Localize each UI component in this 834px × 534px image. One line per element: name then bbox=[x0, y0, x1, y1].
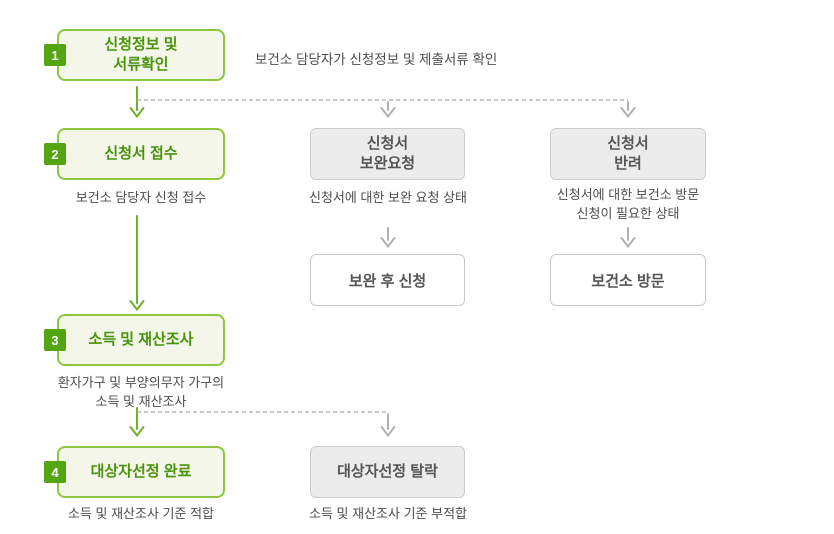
step1-number-badge: 1 bbox=[44, 44, 66, 66]
arrow-to-reject-box bbox=[620, 101, 636, 119]
arrow-step2-to-step3 bbox=[129, 215, 145, 312]
step2-box: 2 신청서 접수 bbox=[44, 128, 225, 180]
step3-title: 소득 및 재산조사 bbox=[88, 331, 194, 349]
arrow-step3-to-step4 bbox=[129, 407, 145, 438]
arrow-to-supplement-box bbox=[380, 101, 396, 119]
step2-title: 신청서 접수 bbox=[104, 145, 178, 163]
step4-box: 4 대상자선정 완료 bbox=[44, 446, 225, 498]
step4-caption: 소득 및 재산조사 기준 적합 bbox=[67, 506, 214, 521]
step3-caption: 환자가구 및 부양의무자 가구의 소득 및 재산조사 bbox=[57, 375, 225, 409]
step2-caption: 보건소 담당자 신청 접수 bbox=[75, 190, 207, 205]
supplement-request-caption: 신청서에 대한 보완 요청 상태 bbox=[309, 190, 467, 205]
step3-number-badge: 3 bbox=[44, 329, 66, 351]
arrow-step1-to-step2 bbox=[129, 86, 145, 119]
supplement-request-box: 신청서 보완요청 bbox=[310, 128, 465, 180]
step4-number-badge: 4 bbox=[44, 461, 66, 483]
reject-caption: 신청서에 대한 보건소 방문 신청이 필요한 상태 bbox=[556, 187, 700, 221]
arrow-reject-to-result bbox=[620, 227, 636, 249]
step4-title: 대상자선정 완료 bbox=[90, 463, 192, 481]
supplement-result-box: 보완 후 신청 bbox=[310, 254, 465, 306]
arrow-supplement-to-result bbox=[380, 227, 396, 249]
step3-box: 3 소득 및 재산조사 bbox=[44, 314, 225, 366]
arrow-to-fail-box bbox=[380, 413, 396, 438]
selection-fail-box: 대상자선정 탈락 bbox=[310, 446, 465, 498]
step1-title: 신청정보 및 서류확인 bbox=[104, 36, 178, 73]
selection-fail-caption: 소득 및 재산조사 기준 부적합 bbox=[309, 506, 467, 521]
reject-result-box: 보건소 방문 bbox=[550, 254, 706, 306]
step1-note: 보건소 담당자가 신청정보 및 제출서류 확인 bbox=[255, 52, 498, 67]
step1-box: 1 신청정보 및 서류확인 bbox=[44, 29, 225, 81]
step2-number-badge: 2 bbox=[44, 143, 66, 165]
reject-box: 신청서 반려 bbox=[550, 128, 706, 180]
